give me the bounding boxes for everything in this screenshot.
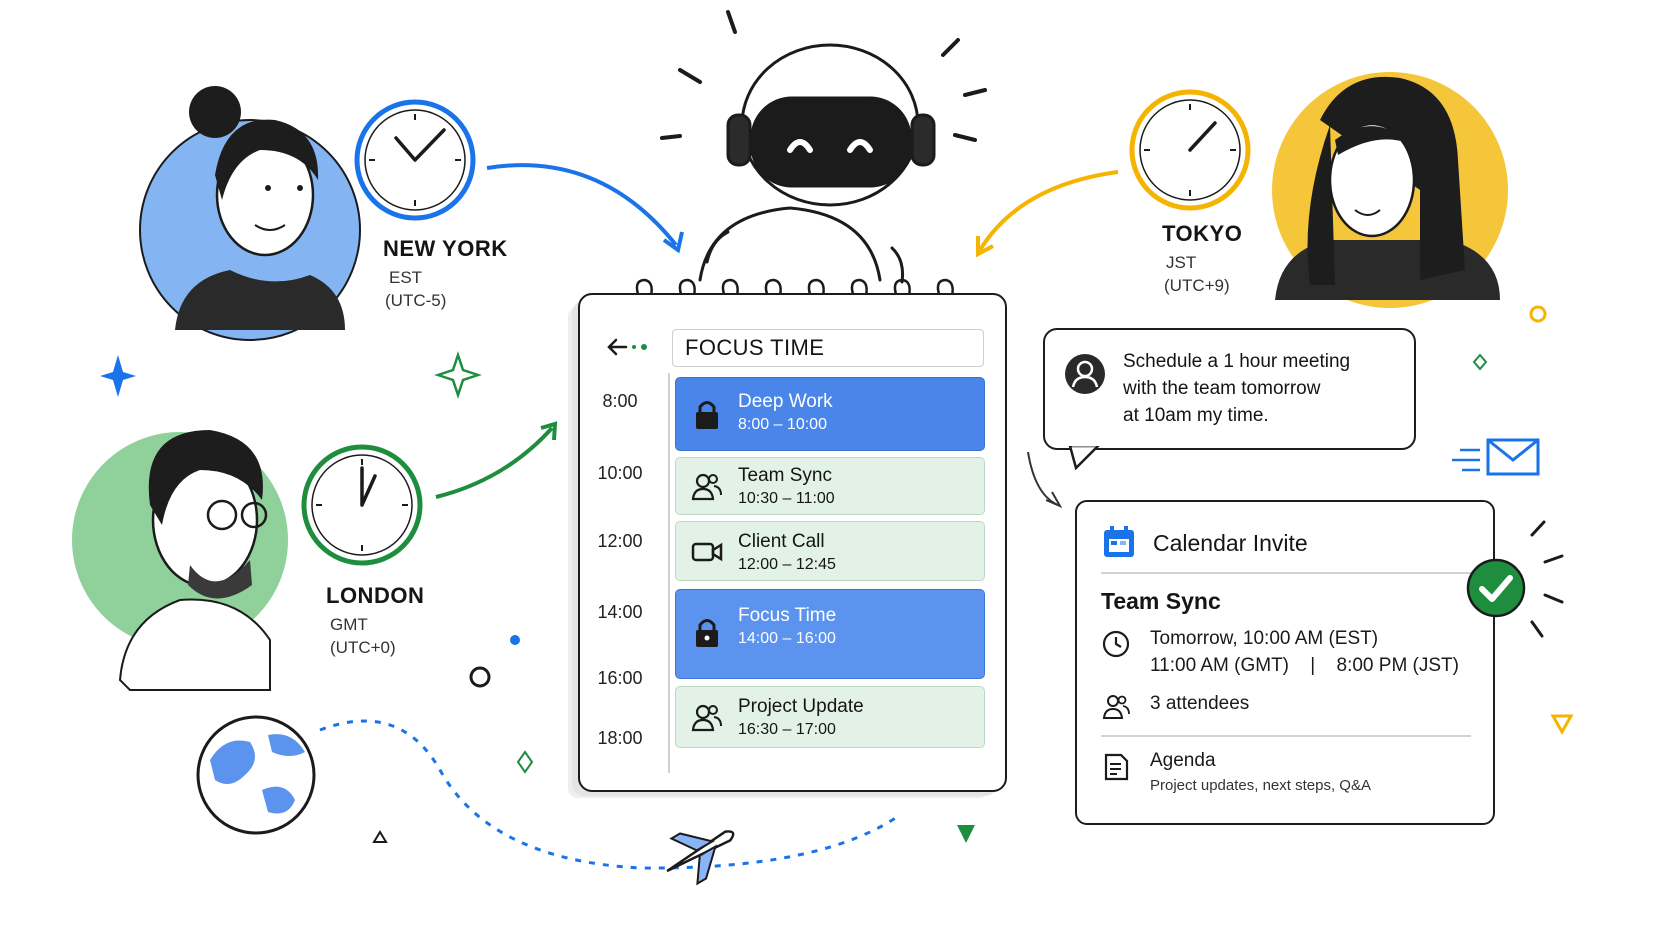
chat-line: with the team tomorrow [1123,378,1321,399]
people-icon [1102,695,1130,719]
calendar-event[interactable]: Project Update 16:30 – 17:00 [675,686,985,748]
city-offset: (UTC-5) [385,291,447,310]
calendar-title: FOCUS TIME [672,329,984,367]
chat-to-invite-arrow [1027,451,1059,506]
city-label-tokyo: TOKYO JST (UTC+9) [1162,221,1242,297]
event-title: Deep Work [738,391,833,412]
calendar-rings [635,278,954,301]
tokyo-arrow [978,170,1119,252]
tokyo-clock-icon [1129,89,1251,211]
people-icon [691,704,722,732]
new-york-person [139,86,361,341]
city-zone: JST [1166,253,1197,272]
event-time: 10:30 – 11:00 [738,490,835,507]
people-icon [691,473,722,501]
chat-message: Schedule a 1 hour meeting with the team … [1123,348,1408,429]
tokyo-person [1272,72,1508,308]
calendar-icon [1104,526,1134,557]
invite-time-gmt: 11:00 AM (GMT) [1150,655,1290,676]
london-clock-icon [301,444,423,566]
lock-icon [696,401,718,429]
time-label: 8:00 [602,391,638,411]
calendar-event[interactable]: Team Sync 10:30 – 11:00 [675,457,985,515]
event-title: Project Update [738,696,864,717]
city-name: TOKYO [1162,221,1243,246]
event-title: Team Sync [738,465,832,486]
sparkle-icon [100,305,1574,843]
time-label: 18:00 [597,728,643,748]
time-separator: | [1310,655,1316,676]
city-zone: GMT [330,615,368,634]
invite-time-primary: Tomorrow, 10:00 AM (EST) [1150,628,1379,649]
calendar-event[interactable]: Deep Work 8:00 – 10:00 [675,377,985,451]
invite-time-secondary: 11:00 AM (GMT) | 8:00 PM (JST) [1150,655,1459,677]
calendar-event[interactable]: Focus Time 14:00 – 16:00 [675,589,985,679]
time-label: 10:00 [597,463,643,483]
divider [1101,572,1471,574]
city-offset: (UTC+9) [1164,276,1230,295]
globe-icon [196,715,316,835]
city-label-london: LONDON GMT (UTC+0) [326,583,424,659]
chat-line: Schedule a 1 hour meeting [1123,351,1351,372]
calendar-event[interactable]: Client Call 12:00 – 12:45 [675,521,985,581]
calendar-header: FOCUS TIME [580,295,1005,367]
email-icon [1452,438,1540,476]
lock-icon [696,619,718,647]
calendar-invite-card[interactable]: Calendar Invite Team Sync Tomorrow, 10:0… [1075,500,1495,825]
city-name: LONDON [326,583,425,608]
calendar-panel: FOCUS TIME 8:00 10:00 12:00 14:00 16:00 … [578,293,1007,792]
divider [1101,735,1471,737]
arrow-left-icon[interactable] [606,335,654,359]
video-icon [691,542,723,562]
new-york-clock-icon [354,99,476,221]
city-label-new-york: NEW YORK EST (UTC-5) [383,236,508,312]
time-label: 16:00 [597,668,643,688]
london-person [72,430,288,691]
event-time: 16:30 – 17:00 [738,721,836,738]
event-time: 12:00 – 12:45 [738,556,836,573]
event-time: 14:00 – 16:00 [738,630,836,647]
event-title: Client Call [738,531,825,552]
invite-event-title: Team Sync [1101,588,1221,614]
invite-attendees: 3 attendees [1150,693,1250,714]
invite-agenda-detail: Project updates, next steps, Q&A [1150,777,1371,794]
check-circle-icon [1466,558,1526,618]
invite-agenda-label: Agenda [1150,750,1216,771]
chat-bubble-tail [1068,446,1100,471]
time-label: 12:00 [597,531,643,551]
clock-icon [1102,630,1130,658]
airplane-icon [666,830,735,886]
invite-header: Calendar Invite [1153,530,1308,556]
event-time: 8:00 – 10:00 [738,416,827,433]
chat-line: at 10am my time. [1123,405,1269,426]
invite-time-jst: 8:00 PM (JST) [1336,655,1459,676]
agenda-icon [1104,753,1129,781]
calendar-divider [668,373,670,773]
london-arrow [435,426,554,499]
event-title: Focus Time [738,605,837,626]
user-avatar-icon [1065,354,1105,394]
time-label: 14:00 [597,602,643,622]
city-offset: (UTC+0) [330,638,396,657]
robot-icon [660,10,987,284]
chat-bubble: Schedule a 1 hour meeting with the team … [1043,328,1416,450]
ny-arrow [486,163,678,247]
city-zone: EST [389,268,423,287]
city-name: NEW YORK [383,236,508,261]
